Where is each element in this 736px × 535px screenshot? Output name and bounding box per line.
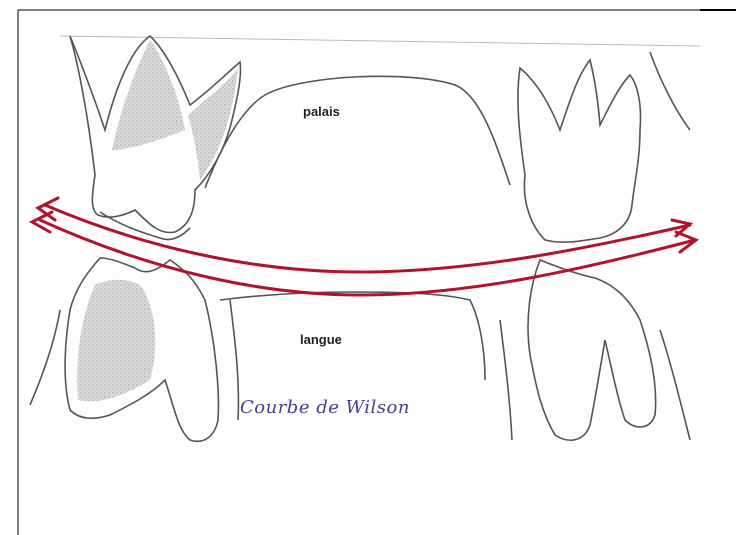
lower-right-molar [500, 260, 690, 440]
label-langue: langue [300, 332, 342, 347]
label-palais: palais [303, 104, 340, 119]
lower-left-molar [30, 258, 238, 441]
tongue-outline [220, 292, 485, 380]
upper-left-molar [70, 36, 241, 240]
palate-outline [205, 76, 510, 188]
upper-right-molar [518, 52, 690, 242]
label-wilson-curve: Courbe de Wilson [240, 397, 410, 418]
